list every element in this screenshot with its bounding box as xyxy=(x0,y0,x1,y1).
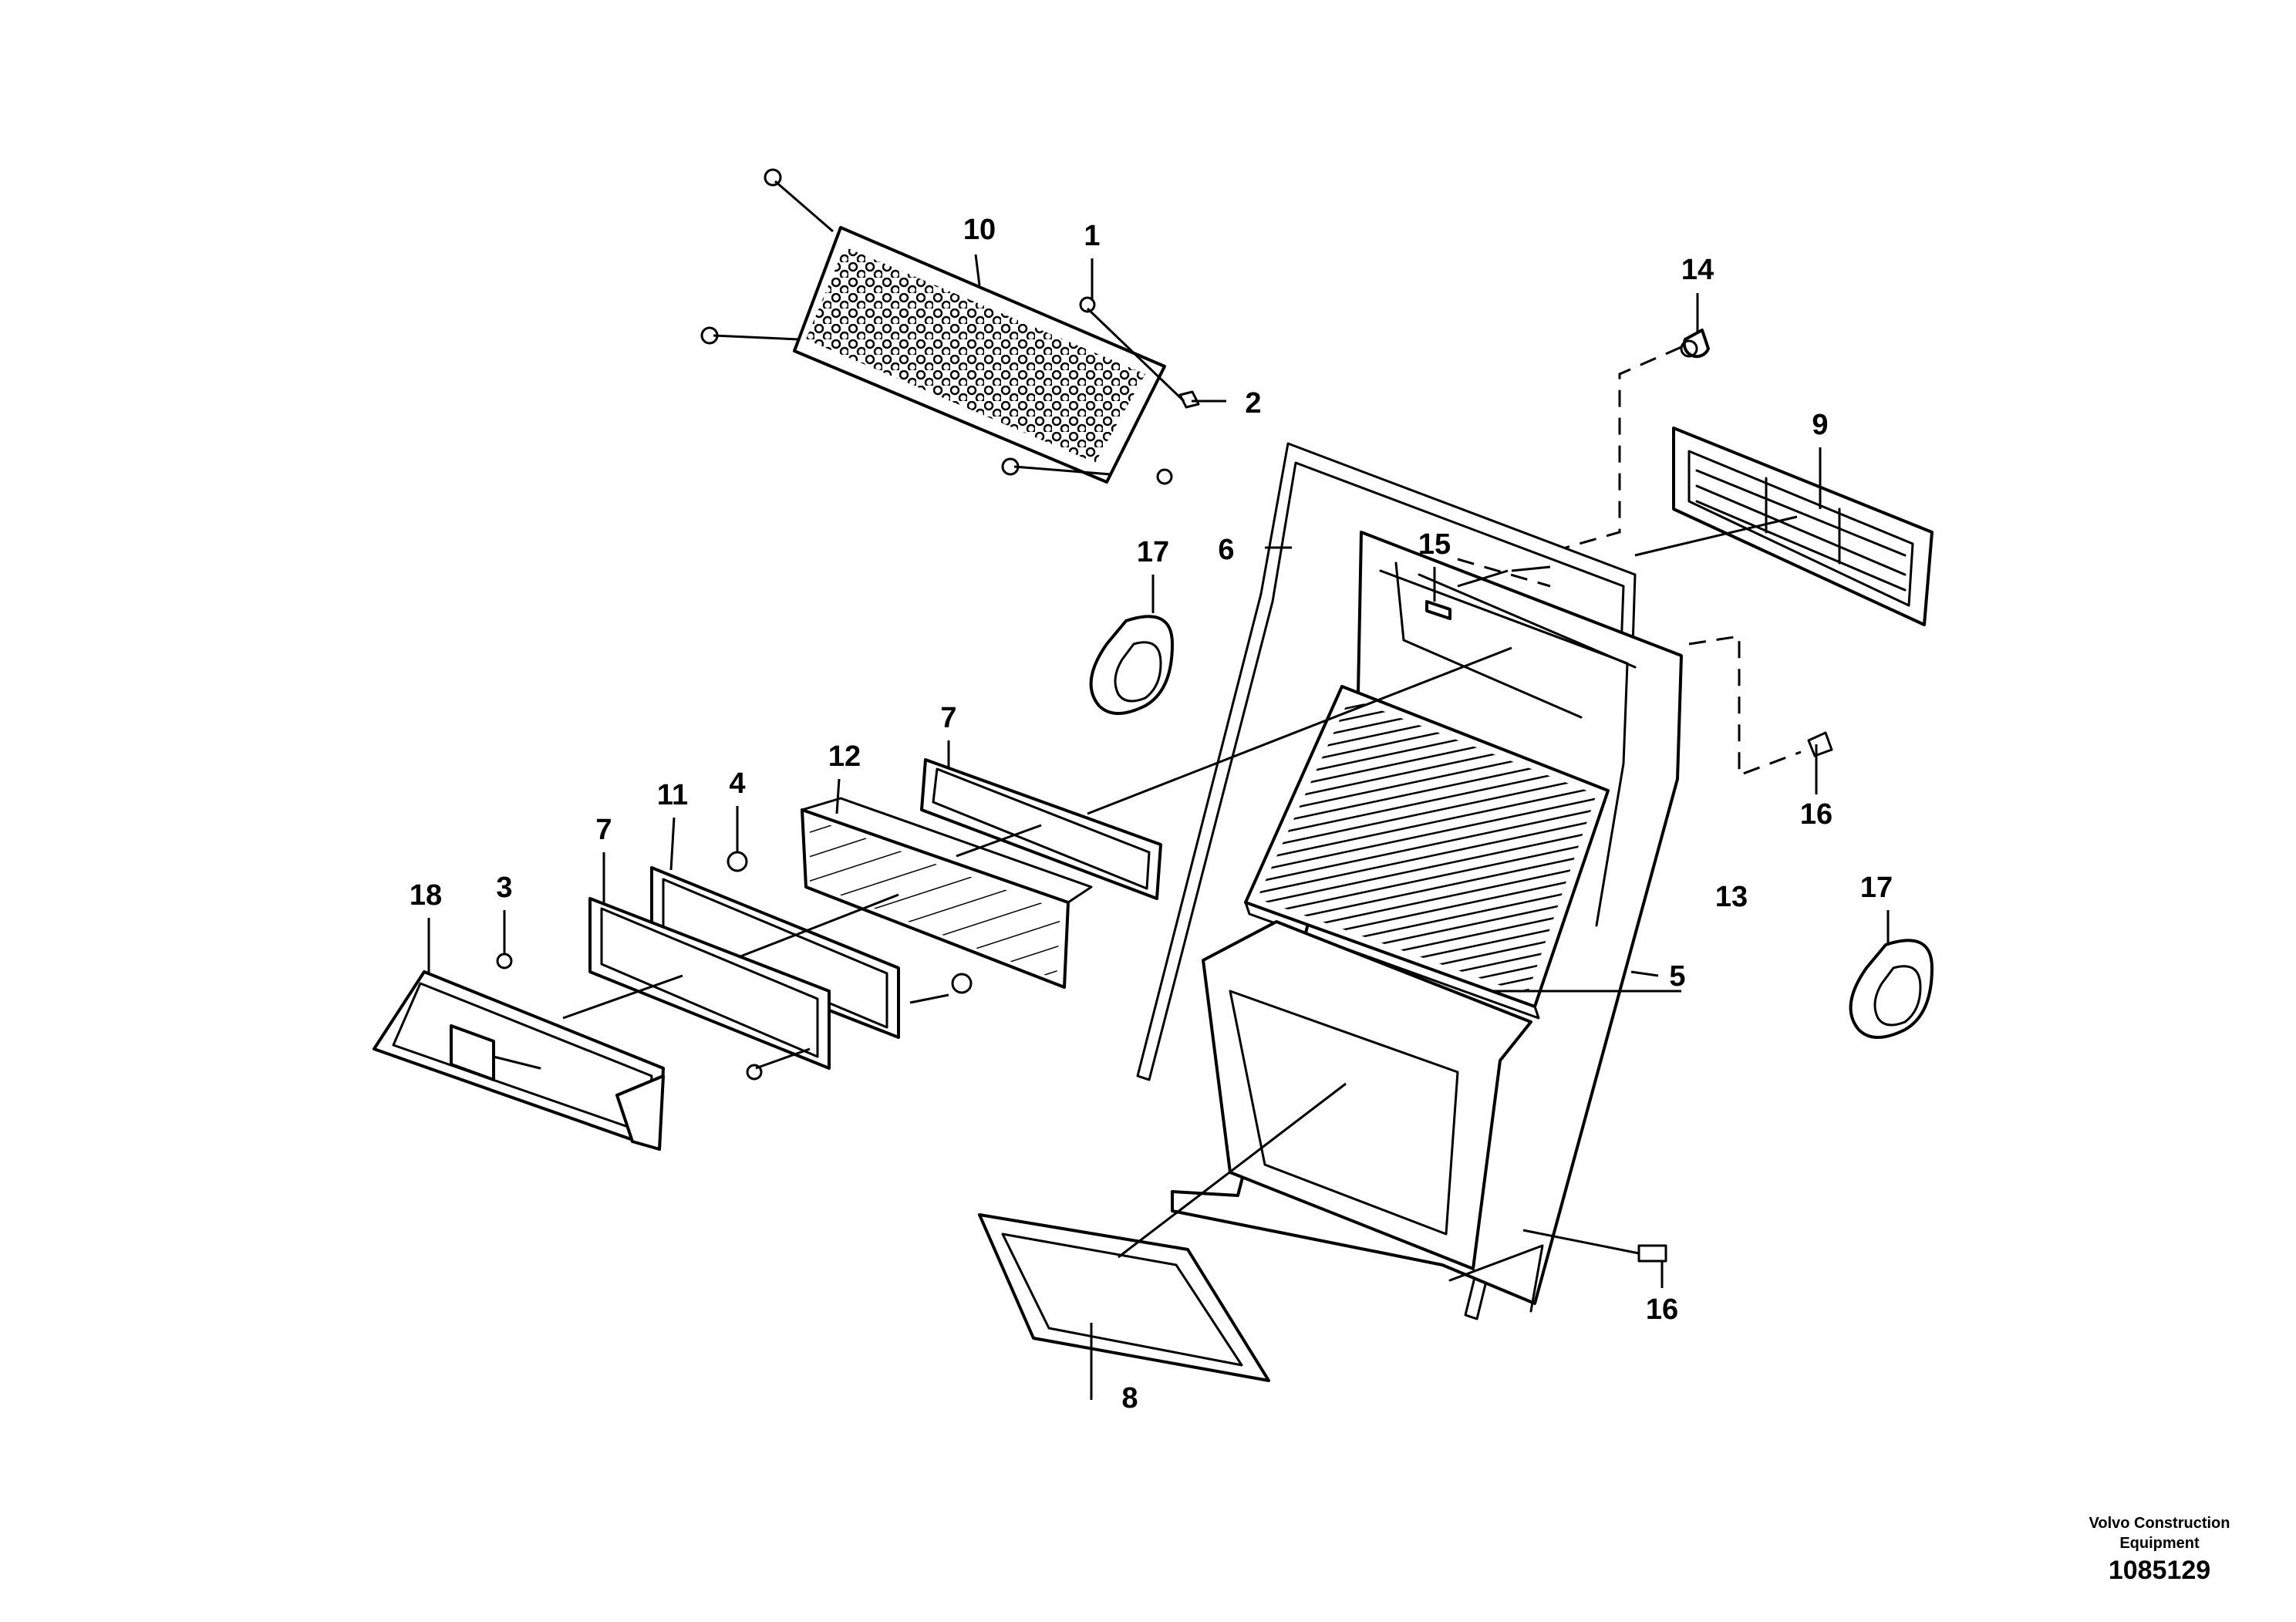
callout-4: 4 xyxy=(729,767,745,800)
callout-10: 10 xyxy=(963,214,996,246)
filter-frame xyxy=(650,866,900,1039)
pleated-filter xyxy=(1244,685,1610,1020)
flat-gasket-lower xyxy=(588,897,831,1070)
callout-1: 1 xyxy=(1084,220,1100,252)
callout-12: 12 xyxy=(828,740,861,773)
footer-brand: Volvo Construction Equipment 1085129 xyxy=(2089,1515,2230,1585)
plug-part xyxy=(1680,329,1710,359)
louvered-vent xyxy=(1672,427,1934,626)
leader-lines xyxy=(427,254,1890,1400)
dashed-lines xyxy=(1457,346,1802,777)
flat-gasket-upper xyxy=(920,758,1162,900)
callout-8: 8 xyxy=(1121,1382,1138,1415)
gasket-frame xyxy=(978,1213,1270,1382)
callout-7-lower: 7 xyxy=(595,814,612,846)
callout-2: 2 xyxy=(1245,387,1261,420)
callout-7-upper: 7 xyxy=(940,702,956,734)
callout-16-lower: 16 xyxy=(1646,1293,1678,1326)
callout-17-right: 17 xyxy=(1860,872,1893,904)
callout-6: 6 xyxy=(1218,534,1234,566)
perforated-grille xyxy=(700,168,1200,485)
callout-labels: 10 1 2 14 9 6 15 17 7 12 4 11 7 3 18 16 … xyxy=(410,214,1893,1415)
callout-17-left: 17 xyxy=(1137,536,1169,568)
brand-line-1: Volvo Construction xyxy=(2089,1515,2230,1532)
handle-left xyxy=(1089,615,1174,715)
callout-5: 5 xyxy=(1669,960,1685,993)
callout-15: 15 xyxy=(1418,528,1451,561)
callout-18: 18 xyxy=(410,879,442,912)
drawing-number: 1085129 xyxy=(2109,1556,2210,1585)
callout-3: 3 xyxy=(496,872,512,904)
callout-11: 11 xyxy=(657,779,688,811)
callout-9: 9 xyxy=(1812,409,1828,441)
cover-with-latch xyxy=(373,970,665,1151)
fasteners xyxy=(496,600,1833,1263)
handle-right xyxy=(1849,939,1934,1039)
callout-14: 14 xyxy=(1681,254,1714,286)
callout-13: 13 xyxy=(1715,881,1748,913)
callout-16-upper: 16 xyxy=(1800,798,1832,831)
filter-element xyxy=(801,797,1093,989)
brand-line-2: Equipment xyxy=(2119,1535,2200,1552)
